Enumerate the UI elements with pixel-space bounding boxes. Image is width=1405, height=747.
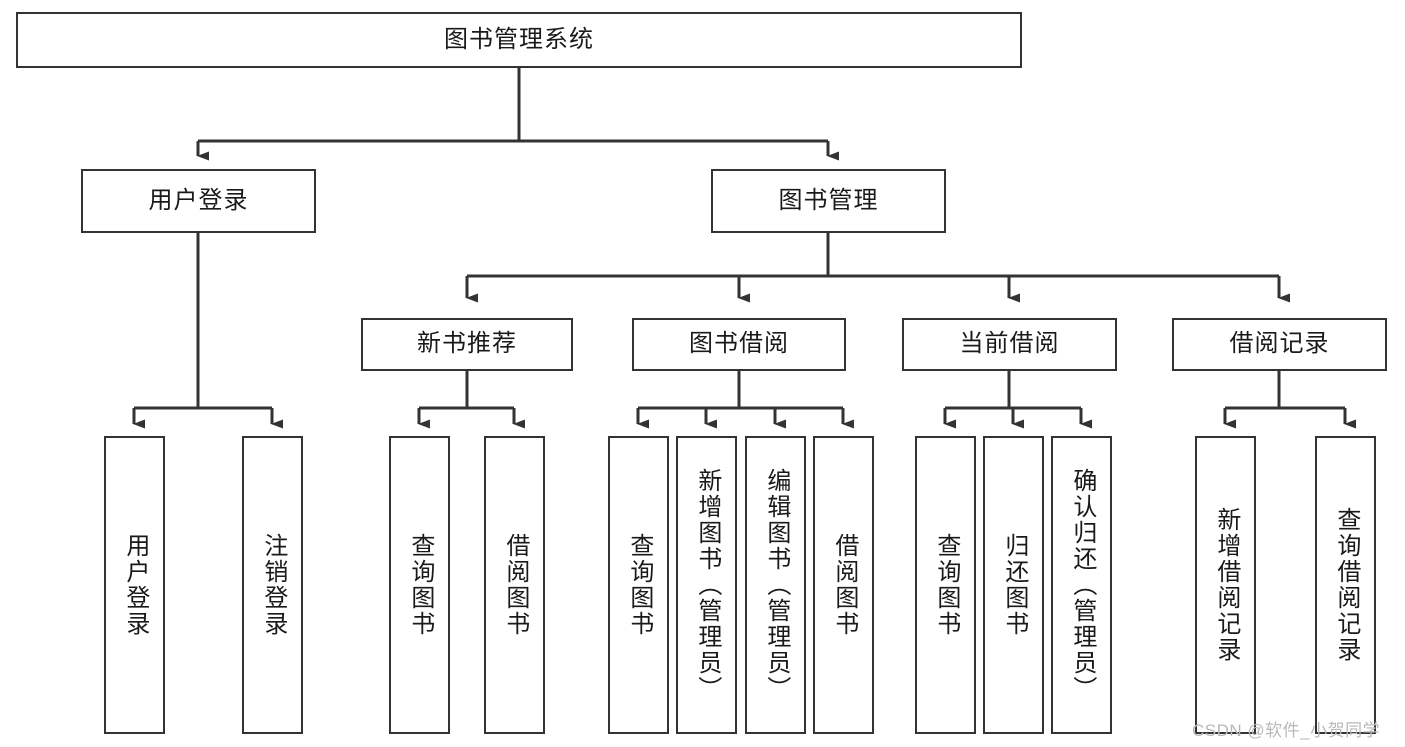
- node-leaf-add-book-admin[interactable]: 新增图书（管理员）: [676, 436, 737, 734]
- node-new-book-recommend[interactable]: 新书推荐: [361, 318, 573, 371]
- node-current-borrow[interactable]: 当前借阅: [902, 318, 1117, 371]
- node-book-management[interactable]: 图书管理: [711, 169, 946, 233]
- node-leaf-edit-book-admin[interactable]: 编辑图书（管理员）: [745, 436, 806, 734]
- node-leaf-add-borrow-record[interactable]: 新增借阅记录: [1195, 436, 1256, 734]
- node-leaf-confirm-return-admin[interactable]: 确认归还（管理员）: [1051, 436, 1112, 734]
- node-leaf-query-book-1[interactable]: 查询图书: [389, 436, 450, 734]
- node-leaf-borrow-book-1[interactable]: 借阅图书: [484, 436, 545, 734]
- node-user-login[interactable]: 用户登录: [81, 169, 316, 233]
- node-borrow-record[interactable]: 借阅记录: [1172, 318, 1387, 371]
- node-leaf-query-book-2[interactable]: 查询图书: [608, 436, 669, 734]
- node-leaf-user-login[interactable]: 用户登录: [104, 436, 165, 734]
- node-leaf-query-borrow-record[interactable]: 查询借阅记录: [1315, 436, 1376, 734]
- node-leaf-return-book[interactable]: 归还图书: [983, 436, 1044, 734]
- node-leaf-borrow-book-2[interactable]: 借阅图书: [813, 436, 874, 734]
- watermark-text: CSDN @软件_小贺同学: [1192, 721, 1381, 740]
- node-book-management-system[interactable]: 图书管理系统: [16, 12, 1022, 68]
- node-leaf-logout-login[interactable]: 注销登录: [242, 436, 303, 734]
- node-book-borrow[interactable]: 图书借阅: [632, 318, 846, 371]
- node-leaf-query-book-3[interactable]: 查询图书: [915, 436, 976, 734]
